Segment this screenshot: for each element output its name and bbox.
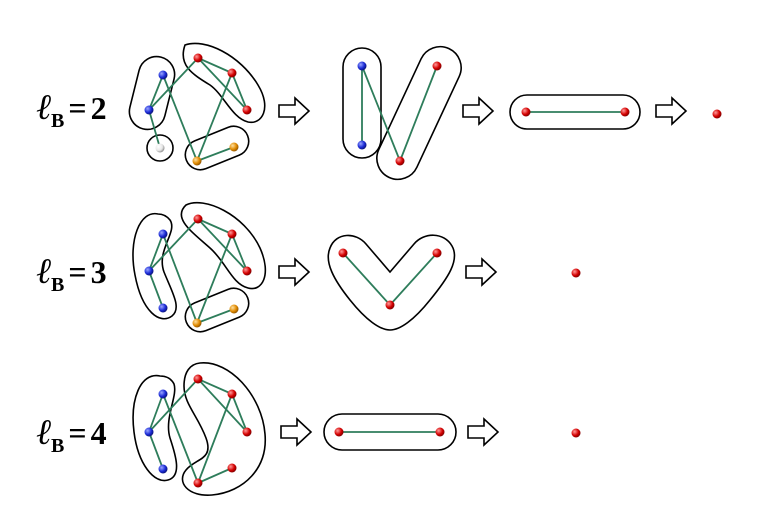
- node-sphere-icon: [432, 248, 442, 258]
- box-outline: [184, 125, 250, 171]
- node-sphere-icon: [242, 105, 252, 115]
- row-label-lb3: ℓB = 3: [36, 250, 107, 296]
- node-sphere-icon: [227, 68, 237, 78]
- box-outline: [180, 201, 266, 290]
- hollow-right-arrow-icon: [278, 258, 310, 286]
- box-size-value: 2: [90, 90, 107, 126]
- row-lb2-stage1: [128, 42, 266, 171]
- hollow-right-arrow-icon: [280, 418, 312, 446]
- box-outline: [327, 234, 456, 331]
- ell-symbol: ℓ: [36, 251, 51, 291]
- equals-sign: =: [68, 415, 87, 451]
- node-sphere-icon: [620, 107, 630, 117]
- box-size-value: 3: [90, 254, 107, 290]
- row-label-lb4: ℓB = 4: [36, 411, 107, 457]
- row-lb2-stage2: [342, 45, 462, 181]
- node-sphere-icon: [158, 229, 168, 239]
- row-lb4-stage1: [132, 362, 266, 496]
- node-sphere-icon: [334, 427, 344, 437]
- node-sphere-icon: [158, 464, 168, 474]
- node-sphere-icon: [158, 70, 168, 80]
- subscript: B: [51, 110, 65, 132]
- node-sphere-icon: [144, 427, 154, 437]
- node-sphere-icon: [395, 156, 405, 166]
- node-sphere-icon: [193, 214, 203, 224]
- node-sphere-icon: [242, 427, 252, 437]
- box-outline: [509, 94, 641, 130]
- box-outline: [128, 55, 176, 131]
- row-lb2-stage3: [509, 94, 641, 130]
- node-sphere-icon: [155, 143, 165, 153]
- box-outline: [182, 42, 266, 124]
- node-sphere-icon: [338, 248, 348, 258]
- box-outline: [323, 413, 457, 451]
- equals-sign: =: [68, 90, 87, 126]
- ell-symbol: ℓ: [36, 87, 51, 127]
- node-sphere-icon: [571, 268, 581, 278]
- node-sphere-icon: [357, 61, 367, 71]
- hollow-right-arrow-icon: [462, 97, 494, 125]
- node-sphere-icon: [229, 142, 239, 152]
- node-sphere-icon: [242, 266, 252, 276]
- node-sphere-icon: [158, 303, 168, 313]
- row-lb4-stage2: [323, 413, 457, 451]
- node-sphere-icon: [432, 61, 442, 71]
- row-label-lb2: ℓB = 2: [36, 86, 107, 132]
- links: [148, 57, 248, 162]
- ell-symbol: ℓ: [36, 412, 51, 452]
- node-sphere-icon: [571, 428, 581, 438]
- box-outline: [132, 374, 178, 482]
- node-sphere-icon: [227, 229, 237, 239]
- node-sphere-icon: [435, 427, 445, 437]
- hollow-right-arrow-icon: [467, 418, 499, 446]
- box-outline: [146, 134, 174, 162]
- hollow-right-arrow-icon: [465, 258, 497, 286]
- box-outline: [342, 47, 382, 159]
- node-sphere-icon: [193, 478, 203, 488]
- row-lb3-stage2: [327, 234, 456, 331]
- subscript: B: [51, 274, 65, 296]
- node-sphere-icon: [144, 105, 154, 115]
- box-outline: [184, 287, 250, 333]
- row-lb3-stage1: [132, 201, 266, 333]
- box-outline: [181, 362, 266, 496]
- subscript: B: [51, 435, 65, 457]
- node-sphere-icon: [385, 300, 395, 310]
- node-sphere-icon: [192, 156, 202, 166]
- node-sphere-icon: [158, 389, 168, 399]
- node-sphere-icon: [144, 266, 154, 276]
- hollow-right-arrow-icon: [278, 97, 310, 125]
- node-sphere-icon: [227, 389, 237, 399]
- node-sphere-icon: [227, 463, 237, 473]
- node-sphere-icon: [193, 53, 203, 63]
- box-outline: [132, 212, 177, 320]
- hollow-right-arrow-icon: [655, 97, 687, 125]
- node-sphere-icon: [712, 109, 722, 119]
- box-size-value: 4: [90, 415, 107, 451]
- node-sphere-icon: [192, 318, 202, 328]
- equals-sign: =: [68, 254, 87, 290]
- node-sphere-icon: [193, 374, 203, 384]
- node-sphere-icon: [229, 304, 239, 314]
- node-sphere-icon: [521, 107, 531, 117]
- node-sphere-icon: [357, 140, 367, 150]
- box-outline: [376, 45, 462, 181]
